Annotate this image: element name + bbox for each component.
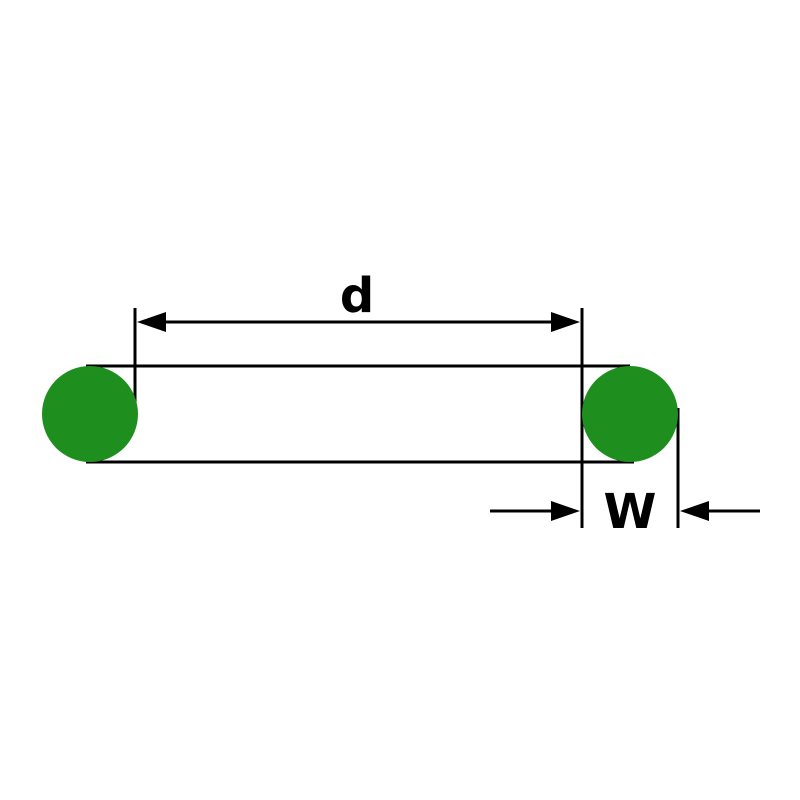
w-dimension-label: W bbox=[604, 484, 657, 540]
arrowheads bbox=[137, 312, 709, 521]
dimension-labels: d W bbox=[340, 268, 657, 540]
d-arrowhead-left-icon bbox=[137, 312, 166, 332]
w-arrowhead-left-icon bbox=[551, 501, 580, 521]
d-dimension-label: d bbox=[340, 268, 374, 324]
w-arrowhead-right-icon bbox=[680, 501, 709, 521]
d-arrowhead-right-icon bbox=[551, 312, 580, 332]
section-lines bbox=[86, 308, 760, 528]
oring-cross-section-right bbox=[582, 366, 678, 462]
oring-cross-sections bbox=[42, 366, 678, 462]
oring-cross-section-left bbox=[42, 366, 138, 462]
